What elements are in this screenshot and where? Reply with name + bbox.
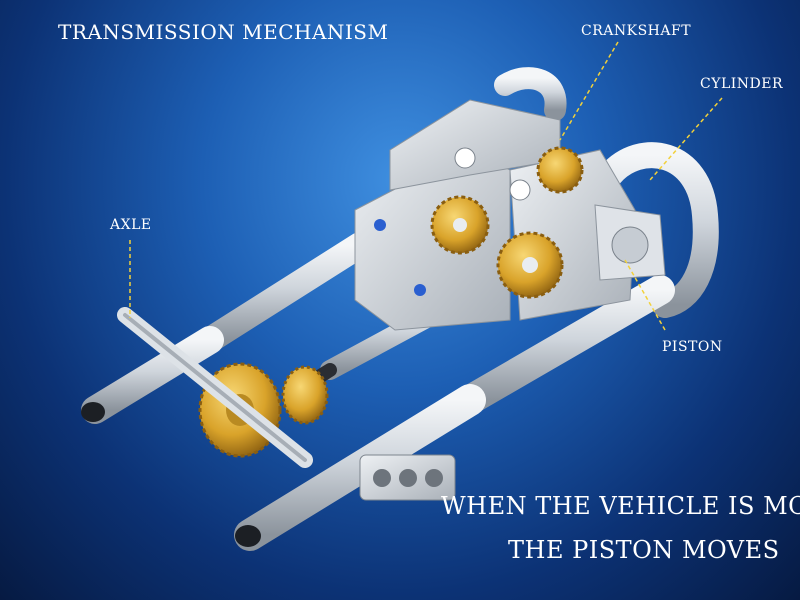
caption-line-1: WHEN THE VEHICLE IS MOVING <box>441 492 800 520</box>
label-crankshaft: CRANKSHAFT <box>581 23 692 39</box>
leader-lines <box>129 41 723 331</box>
cylinder <box>494 67 719 318</box>
lower-axle-assembly <box>234 275 675 551</box>
label-cylinder: CYLINDER <box>700 76 784 92</box>
bevel-gears <box>198 362 329 458</box>
label-axle: AXLE <box>110 217 152 233</box>
cross-axle <box>117 307 313 468</box>
frame-block <box>354 99 666 331</box>
gear-train <box>430 146 584 299</box>
label-piston: PISTON <box>662 339 723 355</box>
caption-line-2: THE PISTON MOVES <box>508 536 780 564</box>
diagram-title: TRANSMISSION MECHANISM <box>58 20 389 44</box>
leader-crankshaft <box>559 41 619 141</box>
